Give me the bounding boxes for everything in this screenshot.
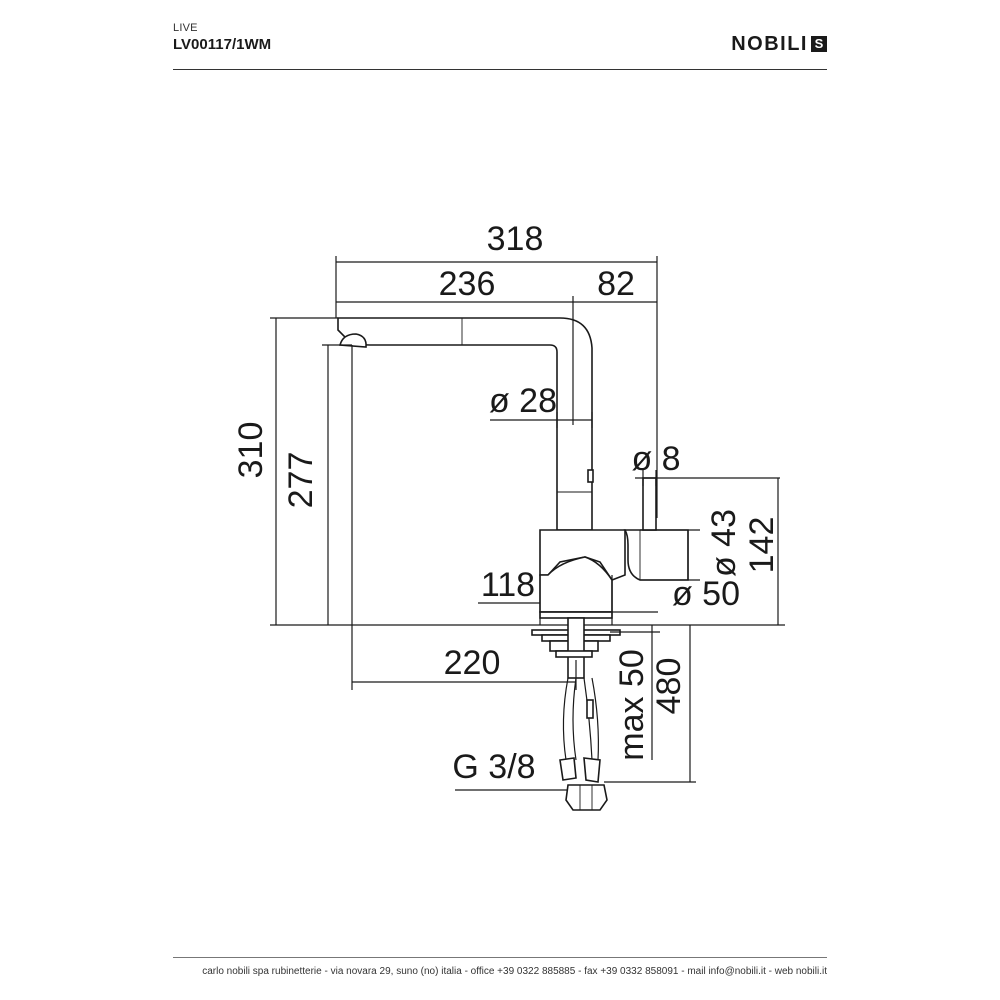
dim-total-width: 318 bbox=[487, 220, 544, 258]
header: LIVE LV00117/1WM NOBILI S bbox=[0, 0, 1000, 72]
hose-left-inner bbox=[572, 677, 577, 761]
dim-base-diameter: ø 50 bbox=[672, 575, 740, 613]
spout-arm bbox=[337, 317, 593, 531]
dim-lever-diameter: ø 8 bbox=[631, 440, 680, 478]
dim-handle-offset: 82 bbox=[597, 265, 635, 303]
dim-max-deck-thickness: max 50 bbox=[613, 649, 651, 761]
spout-button bbox=[587, 469, 594, 483]
dim-spout-reach: 236 bbox=[439, 265, 496, 303]
hose-clip bbox=[586, 699, 594, 719]
handle-cylinder bbox=[623, 529, 689, 581]
dim-spout-diameter: ø 28 bbox=[489, 382, 557, 420]
brand-name: NOBILI bbox=[731, 32, 808, 55]
connector-right bbox=[583, 757, 601, 783]
stud-nut bbox=[555, 650, 593, 658]
dim-connection-thread: G 3/8 bbox=[452, 748, 535, 786]
dimension-labels: 318 236 82 ø 28 ø 8 310 277 ø 43 142 118… bbox=[232, 220, 781, 786]
base-ring bbox=[539, 611, 613, 619]
connector-left bbox=[559, 757, 577, 781]
dimension-lines bbox=[270, 256, 780, 791]
dim-body-height: 142 bbox=[743, 517, 781, 574]
company-info: carlo nobili spa rubinetterie - via nova… bbox=[202, 966, 827, 977]
outlet-nozzle bbox=[338, 333, 367, 348]
brand-logo: NOBILI S bbox=[731, 33, 827, 55]
hose-right-inner bbox=[591, 677, 599, 761]
connector-nut bbox=[565, 784, 608, 811]
dim-deck-reach: 220 bbox=[444, 644, 501, 682]
faucet-outline bbox=[330, 317, 785, 811]
header-divider bbox=[173, 69, 827, 70]
dim-spout-height: 277 bbox=[282, 452, 320, 509]
dim-hose-length: 480 bbox=[650, 658, 688, 715]
dim-body-width: 118 bbox=[481, 566, 535, 604]
handle-lever bbox=[642, 477, 657, 531]
footer-divider bbox=[173, 957, 827, 958]
brand-mark-icon: S bbox=[811, 36, 827, 52]
product-code: LV00117/1WM bbox=[173, 36, 272, 53]
dim-total-height: 310 bbox=[232, 422, 270, 479]
hose-right bbox=[583, 677, 593, 761]
hose-left bbox=[562, 677, 569, 761]
dim-body-diameter: ø 43 bbox=[705, 509, 743, 577]
series-name: LIVE bbox=[173, 22, 198, 34]
